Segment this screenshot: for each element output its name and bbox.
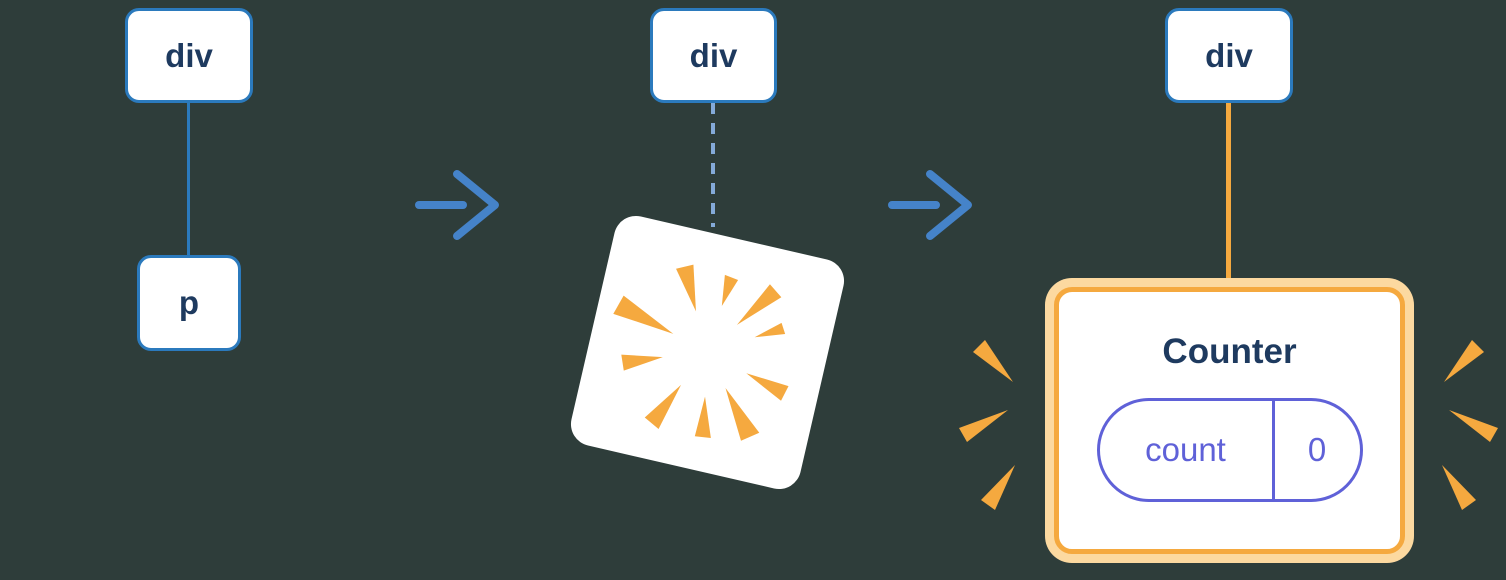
state-value-label: 0 (1307, 431, 1327, 468)
arrow-right-icon (415, 170, 499, 240)
state-key-label: count (1145, 431, 1226, 468)
dom-node-p: p (137, 255, 241, 351)
state-pill-divider (1271, 401, 1275, 499)
detached-edge (711, 103, 715, 227)
new-tree-edge (1226, 103, 1231, 287)
dom-node-div-removing-label: div (689, 36, 738, 74)
state-pill: count 0 (1096, 398, 1363, 502)
dom-node-div-after-label: div (1205, 36, 1253, 74)
dom-node-div-before: div (125, 8, 253, 103)
dom-node-p-label: p (178, 284, 200, 321)
removed-subtree-box (566, 211, 849, 494)
tree-edge-div-p (187, 101, 190, 257)
sparkle-burst-right-icon (1442, 340, 1498, 510)
arrow-right-icon (888, 170, 972, 240)
component-title: Counter (1162, 332, 1297, 371)
dom-node-div-before-label: div (165, 36, 213, 74)
counter-component-box: Counter count 0 (1054, 287, 1405, 554)
sparkle-burst-left-icon (959, 340, 1015, 510)
dom-node-div-after: div (1165, 8, 1293, 103)
poof-burst-icon (613, 264, 789, 441)
dom-node-div-removing: div (650, 8, 777, 103)
